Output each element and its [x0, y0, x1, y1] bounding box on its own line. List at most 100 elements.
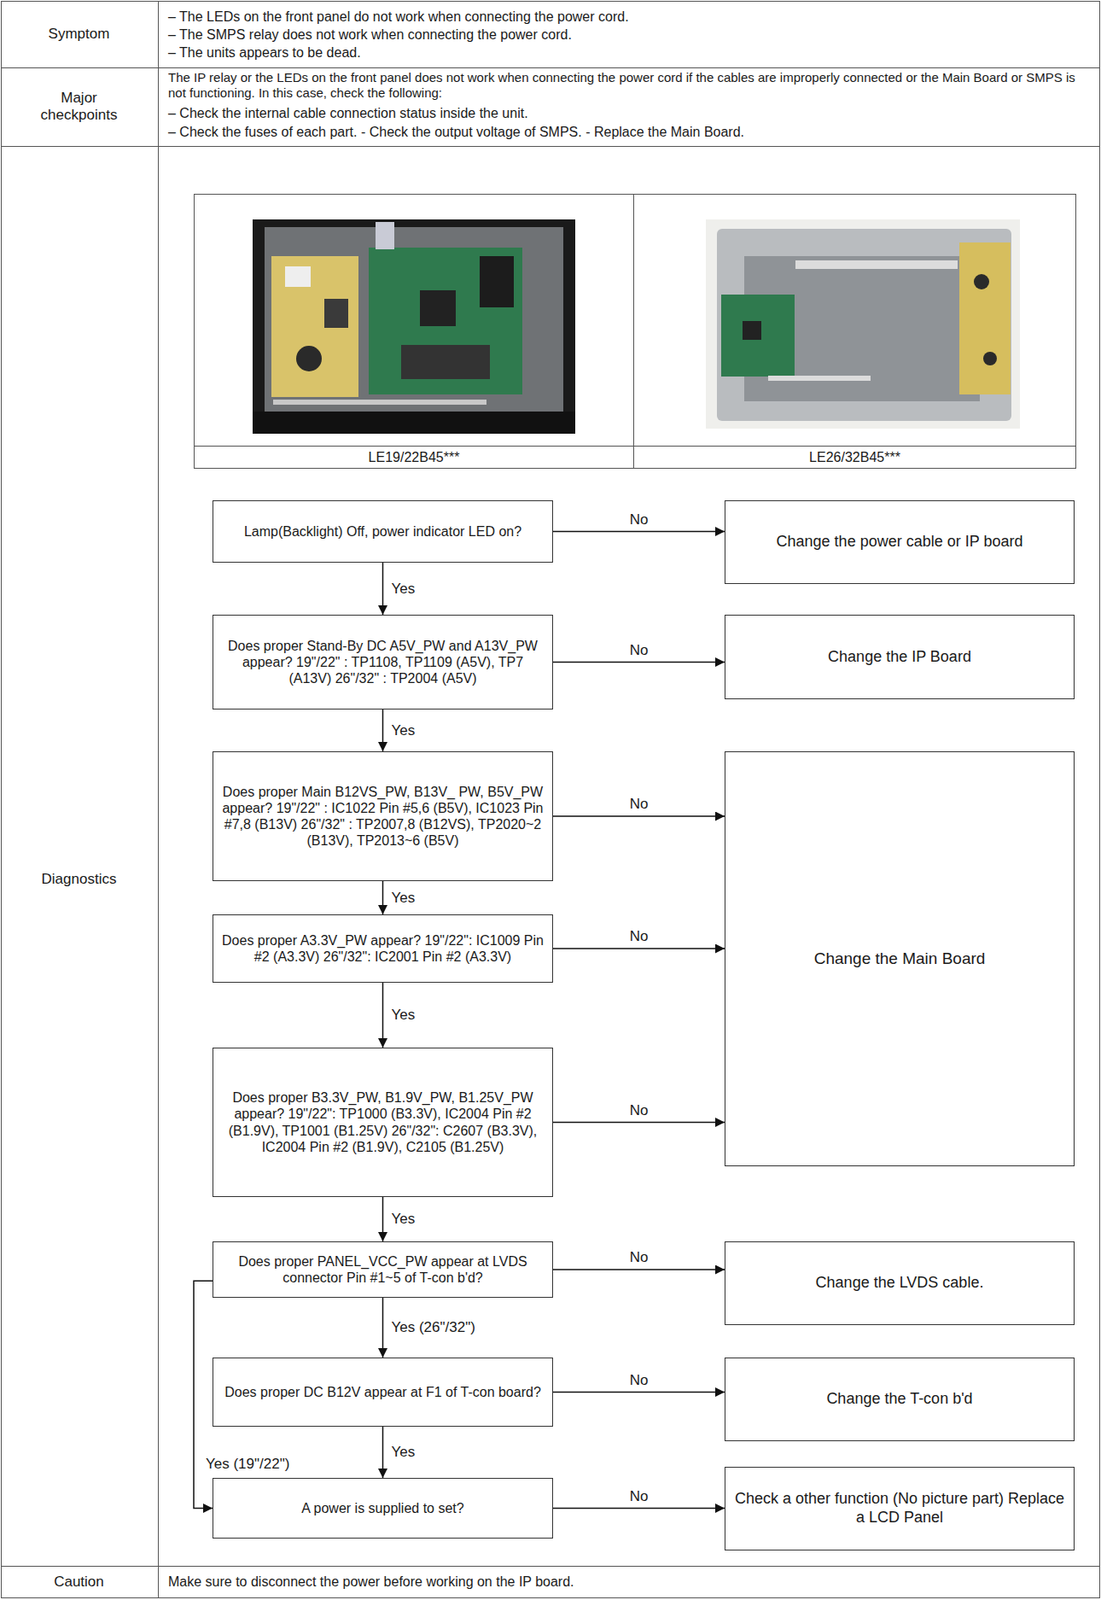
flow-arrow: [382, 709, 385, 752]
photo-caption: LE26/32B45***: [634, 446, 1076, 468]
chip: [419, 290, 456, 327]
symptom-item: – The SMPS relay does not work when conn…: [168, 26, 1095, 43]
caution-text: Make sure to disconnect the power before…: [168, 1572, 1095, 1590]
flow-arrow: [553, 1268, 725, 1270]
flow-arrow: [553, 947, 725, 950]
flow-arrow: [382, 1297, 385, 1358]
flow-arrow: [553, 815, 725, 817]
box-text: Change the power cable or IP board: [776, 532, 1024, 552]
action-box: Change the T-con b'd: [724, 1357, 1075, 1441]
chassis: [716, 228, 1012, 421]
flow-arrow: [553, 1391, 725, 1393]
decision-box: Lamp(Backlight) Off, power indicator LED…: [212, 500, 554, 563]
chassis: [264, 227, 564, 420]
box-text: Change the IP Board: [827, 647, 972, 667]
box-text: Change the Main Board: [814, 949, 986, 969]
capacitor: [973, 273, 990, 290]
box-text: Does proper A3.3V_PW appear? 19"/22": IC…: [220, 932, 546, 965]
symptom-item: – The LEDs on the front panel do not wor…: [168, 8, 1095, 25]
edge-label: No: [628, 511, 651, 529]
power-board: [271, 256, 359, 397]
photo-caption: LE19/22B45***: [194, 446, 634, 468]
edge-label: Yes: [390, 722, 418, 740]
decision-box: Does proper A3.3V_PW appear? 19"/22": IC…: [212, 914, 554, 983]
flow-arrow: [553, 530, 725, 533]
edge-label: Yes (26"/32"): [390, 1318, 478, 1336]
edge-label: No: [628, 1487, 651, 1505]
flow-arrow: [193, 1280, 213, 1508]
main-board: [721, 294, 795, 377]
action-box: Change the IP Board: [724, 614, 1075, 700]
box-text: Check a other function (No picture part)…: [732, 1489, 1067, 1527]
capacitor: [983, 351, 997, 366]
caption-divider: [194, 445, 1077, 447]
row-header: Major checkpoints: [0, 67, 158, 146]
power-board: [959, 242, 1011, 395]
cable: [768, 375, 871, 381]
symptom-item: – The units appears to be dead.: [168, 44, 1095, 61]
main-board: [368, 247, 523, 395]
decision-box: Does proper B3.3V_PW, B1.9V_PW, B1.25V_P…: [212, 1047, 554, 1197]
photo-frame: [194, 194, 1077, 469]
row-divider: [1, 67, 1101, 69]
edge-label: No: [628, 641, 651, 659]
decision-box: Does proper DC B12V appear at F1 of T-co…: [212, 1357, 554, 1427]
photo-divider: [633, 194, 635, 469]
flow-arrow: [382, 880, 385, 915]
box-text: Does proper PANEL_VCC_PW appear at LVDS …: [220, 1252, 546, 1286]
box-text: Lamp(Backlight) Off, power indicator LED…: [244, 523, 522, 540]
flow-arrow: [382, 562, 385, 615]
flow-arrow: [382, 1196, 385, 1241]
action-box: Check a other function (No picture part)…: [724, 1466, 1075, 1550]
flow-arrow: [382, 982, 385, 1048]
chip: [479, 256, 514, 308]
box-text: Does proper Stand-By DC A5V_PW and A13V_…: [220, 637, 546, 688]
box-text: Does proper DC B12V appear at F1 of T-co…: [224, 1383, 542, 1400]
chip: [742, 320, 762, 340]
flow-arrow: [553, 1507, 725, 1509]
edge-label: No: [628, 1371, 651, 1389]
box-text: Does proper B3.3V_PW, B1.9V_PW, B1.25V_P…: [220, 1089, 546, 1155]
action-box: Change the LVDS cable.: [724, 1240, 1075, 1325]
box-text: A power is supplied to set?: [301, 1499, 464, 1516]
row-header: Diagnostics: [0, 853, 158, 905]
box-text: Change the LVDS cable.: [815, 1273, 985, 1293]
transformer: [324, 298, 349, 328]
edge-label: No: [628, 1101, 651, 1119]
decision-box: Does proper PANEL_VCC_PW appear at LVDS …: [212, 1240, 554, 1298]
checkpoint-item: – Check the fuses of each part. - Check …: [168, 123, 1095, 140]
cable: [273, 399, 487, 405]
edge-label: No: [628, 1248, 651, 1266]
edge-label: Yes (19"/22"): [203, 1455, 292, 1473]
edge-label: Yes: [390, 580, 418, 598]
row-divider: [1, 1565, 1101, 1567]
edge-label: Yes: [390, 1443, 418, 1461]
connector-row: [401, 344, 490, 379]
edge-label: Yes: [390, 889, 418, 907]
box-text: Does proper Main B12VS_PW, B13V_ PW, B5V…: [220, 783, 546, 850]
edge-label: No: [628, 927, 651, 945]
stand-edge: [252, 411, 576, 434]
photo-background: [252, 219, 576, 434]
box-text: Change the T-con b'd: [826, 1389, 973, 1409]
action-box: Change the Main Board: [724, 751, 1075, 1166]
decision-box: Does proper Main B12VS_PW, B13V_ PW, B5V…: [212, 751, 554, 881]
checkpoint-item: – Check the internal cable connection st…: [168, 104, 1095, 122]
photo-background: [705, 219, 1020, 429]
connector: [285, 266, 311, 287]
flow-arrow: [553, 1121, 725, 1124]
checkpoint-text: The IP relay or the LEDs on the front pa…: [168, 69, 1095, 101]
action-box: Change the power cable or IP board: [724, 500, 1075, 584]
flow-arrow: [382, 1426, 385, 1478]
column-divider: [157, 1, 159, 1598]
edge-label: Yes: [390, 1006, 418, 1024]
row-header: Symptom: [0, 0, 158, 68]
ribbon-cable: [375, 221, 395, 250]
row-header: Caution: [0, 1566, 158, 1598]
ribbon-cable: [795, 260, 958, 269]
edge-label: Yes: [390, 1210, 418, 1228]
row-divider: [1, 145, 1101, 147]
edge-label: No: [628, 795, 651, 813]
decision-box: Does proper Stand-By DC A5V_PW and A13V_…: [212, 614, 554, 710]
